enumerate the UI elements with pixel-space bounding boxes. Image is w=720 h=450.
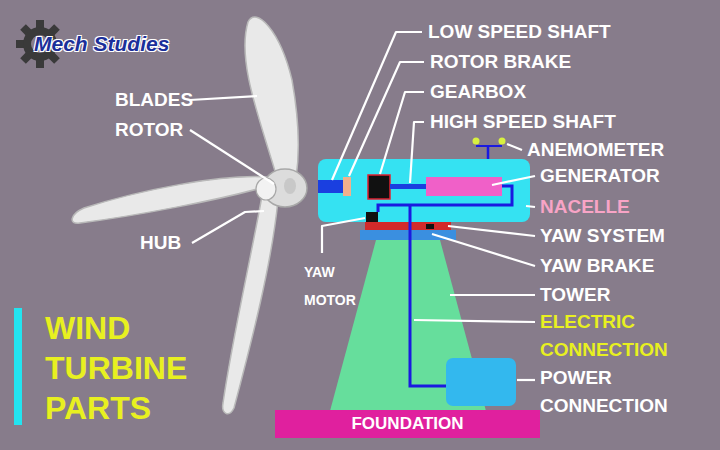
rotor-hub (256, 169, 307, 207)
part-label: HUB (140, 232, 181, 253)
yaw-system (365, 222, 451, 230)
title-bar (14, 308, 22, 425)
nacelle-housing (318, 159, 530, 222)
rotor-brake (343, 177, 351, 196)
part-label: LOW SPEED SHAFT (428, 21, 611, 42)
yaw-brake-pad (426, 224, 434, 229)
part-label: ROTOR BRAKE (430, 51, 571, 72)
part-label: YAW SYSTEM (540, 225, 665, 246)
generator (426, 177, 502, 196)
part-label: YAW MOTOR (304, 258, 366, 314)
part-label: GENERATOR (540, 165, 660, 186)
electric-wire (410, 205, 446, 386)
electric-wire (378, 186, 512, 212)
high-speed-shaft (390, 184, 428, 189)
anemometer-cup (499, 138, 506, 145)
yaw-brake (360, 230, 456, 240)
yaw-motor (366, 212, 378, 222)
anemometer-mast (487, 146, 490, 159)
diagram-title: WIND TURBINE PARTS (45, 308, 215, 428)
node-text: FOUNDATION (351, 414, 463, 434)
part-label: ANEMOMETER (527, 139, 664, 160)
anemometer-cup (473, 138, 480, 145)
part-label: NACELLE (540, 196, 630, 217)
part-label: YAW BRAKE (540, 255, 654, 276)
gearbox (368, 175, 390, 199)
part-label: POWER CONNECTION (540, 364, 690, 420)
part-label: TOWER (540, 284, 610, 305)
part-label: ROTOR (115, 119, 183, 140)
power-connection-box (446, 358, 516, 406)
logo-text: Mech Studies (34, 32, 169, 55)
anemometer-arm (476, 145, 502, 147)
part-label: HIGH SPEED SHAFT (430, 111, 616, 132)
foundation-box: FOUNDATION (275, 410, 540, 438)
part-label: ELECTRIC CONNECTION (540, 308, 690, 364)
part-label: GEARBOX (430, 81, 526, 102)
part-label: BLADES (115, 89, 193, 110)
leader-lines (190, 32, 535, 380)
